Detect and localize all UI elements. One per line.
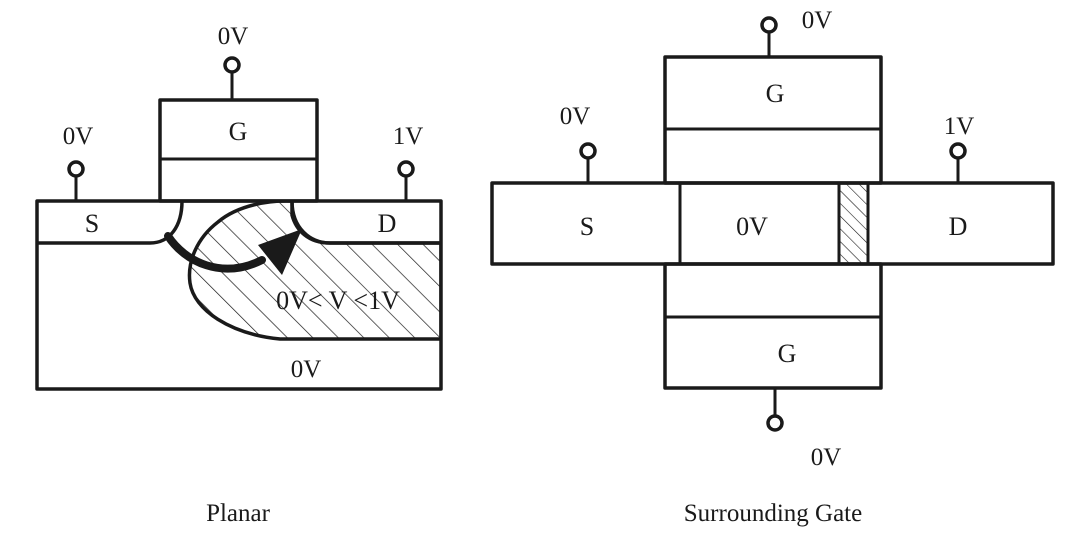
bottom-gate-terminal (766, 388, 784, 432)
drain-depletion-region (837, 181, 870, 266)
planar-source-label: S (85, 209, 99, 238)
planar-source-voltage: 0V (63, 123, 94, 150)
sg-silicon-body (490, 181, 1055, 266)
planar-caption: Planar (206, 500, 271, 527)
planar-current-arrow (164, 232, 266, 273)
top-gate-voltage: 0V (802, 7, 833, 34)
sg-source-voltage: 0V (560, 103, 591, 130)
planar-gate (158, 98, 319, 203)
sg-drain-label: D (949, 212, 968, 241)
planar-source-region (37, 200, 184, 245)
planar-gate-voltage: 0V (218, 23, 249, 50)
bottom-gate-label: G (778, 339, 797, 368)
top-gate-terminal (760, 16, 778, 57)
sg-source-label: S (580, 212, 594, 241)
planar-substrate-voltage: 0V (291, 356, 322, 383)
planar-gate-label: G (229, 117, 248, 146)
planar-drain-region (290, 200, 441, 245)
bottom-gate (663, 262, 883, 390)
surrounding-caption: Surrounding Gate (684, 500, 862, 527)
surrounding-gate-device: 0V 0V 0V 1V G G S 0V D Surrounding Gate (490, 7, 1055, 527)
planar-device: 0V 0V 1V G S D 0V< V <1V 0V Planar (35, 23, 443, 527)
sg-drain-voltage: 1V (944, 113, 975, 140)
planar-drain-terminal (397, 160, 415, 201)
top-gate (663, 55, 883, 185)
planar-drain-label: D (378, 209, 397, 238)
sg-source-terminal (579, 142, 597, 183)
top-gate-label: G (766, 79, 785, 108)
bottom-gate-voltage: 0V (811, 444, 842, 471)
sg-drain-terminal (949, 142, 967, 183)
sg-channel-label: 0V (736, 212, 768, 241)
planar-drain-voltage: 1V (393, 123, 424, 150)
planar-depletion-label: 0V< V <1V (276, 286, 400, 315)
planar-source-terminal (67, 160, 85, 201)
planar-gate-terminal (223, 56, 241, 100)
planar-arrow-head (258, 229, 302, 275)
